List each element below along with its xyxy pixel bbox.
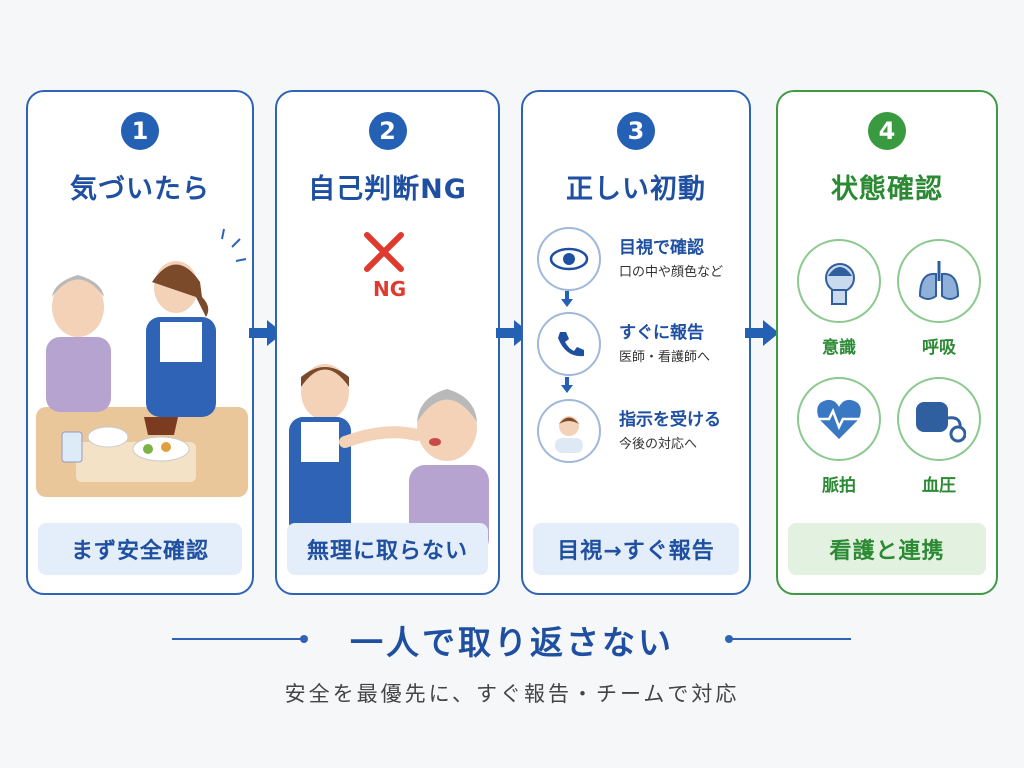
arrow-right-icon <box>249 320 283 346</box>
blood-pressure-icon <box>897 377 981 461</box>
step-number-1: 1 <box>121 112 159 150</box>
card-notice: 1 気づいたら まず安全確認 <box>26 90 254 595</box>
decorative-line-left <box>172 638 302 640</box>
step-number-2: 2 <box>368 112 407 150</box>
vital-label: 脈拍 <box>822 476 856 496</box>
decorative-line-right <box>731 638 851 640</box>
heart-pulse-icon <box>797 377 881 461</box>
card-title-status-check: 状態確認 <box>831 174 943 205</box>
vital-respiration: 呼吸 <box>894 239 984 358</box>
nurse-icon <box>537 399 601 463</box>
step-heading: すぐに報告 <box>619 323 704 343</box>
head-icon <box>797 239 881 323</box>
step-detail: 医師・看護師へ <box>619 350 711 365</box>
step-detail: 口の中や顔色など <box>619 265 724 280</box>
card-self-judgment: 2 自己判断NG NG 無理に取らない <box>275 90 500 595</box>
card-footer-notice: まず安全確認 <box>38 523 242 575</box>
card-status-check: 4 状態確認 意識 呼吸 脈拍 血圧 看護と連携 <box>776 90 998 595</box>
vital-label: 血圧 <box>922 476 956 496</box>
card-footer-status-check: 看護と連携 <box>788 523 986 575</box>
ng-illustration: NG <box>285 227 490 562</box>
card-footer-self-judgment: 無理に取らない <box>287 523 488 575</box>
vital-pulse: 脈拍 <box>794 377 884 496</box>
card-first-action: 3 正しい初動 目視で確認 口の中や顔色など すぐに報告 医師・看護師へ <box>521 90 751 595</box>
action-step: すぐに報告 医師・看護師へ <box>531 312 741 392</box>
vital-signs-grid: 意識 呼吸 脈拍 血圧 <box>786 227 988 562</box>
step-heading: 目視で確認 <box>619 238 704 258</box>
decorative-dot-right <box>725 635 733 643</box>
step-detail: 今後の対応へ <box>619 437 698 452</box>
card-title-notice: 気づいたら <box>70 174 210 205</box>
card-footer-first-action: 目視→すぐ報告 <box>533 523 739 575</box>
step-number-4: 4 <box>868 112 906 150</box>
card-title-first-action: 正しい初動 <box>566 174 706 205</box>
action-step: 指示を受ける 今後の対応へ <box>531 399 741 479</box>
arrow-down-icon <box>561 377 573 393</box>
cross-icon <box>364 232 404 272</box>
action-step: 目視で確認 口の中や顔色など <box>531 227 741 307</box>
eye-icon <box>537 227 601 291</box>
caregiver-notices-illustration <box>36 227 248 562</box>
action-steps: 目視で確認 口の中や顔色など すぐに報告 医師・看護師へ 指示を受ける 今後の対… <box>531 227 741 562</box>
step-number-3: 3 <box>617 112 655 150</box>
lungs-icon <box>897 239 981 323</box>
ng-label: NG <box>373 277 407 301</box>
arrow-down-icon <box>561 291 573 307</box>
vital-label: 呼吸 <box>922 338 956 358</box>
decorative-dot-left <box>300 635 308 643</box>
main-message: 一人で取り返さない <box>350 623 674 662</box>
phone-icon <box>537 312 601 376</box>
card-title-self-judgment: 自己判断NG <box>308 174 467 205</box>
arrow-right-icon <box>745 320 779 346</box>
step-heading: 指示を受ける <box>619 410 721 430</box>
sub-message: 安全を最優先に、すぐ報告・チームで対応 <box>284 682 740 706</box>
vital-consciousness: 意識 <box>794 239 884 358</box>
vital-label: 意識 <box>822 338 856 358</box>
vital-blood-pressure: 血圧 <box>894 377 984 496</box>
